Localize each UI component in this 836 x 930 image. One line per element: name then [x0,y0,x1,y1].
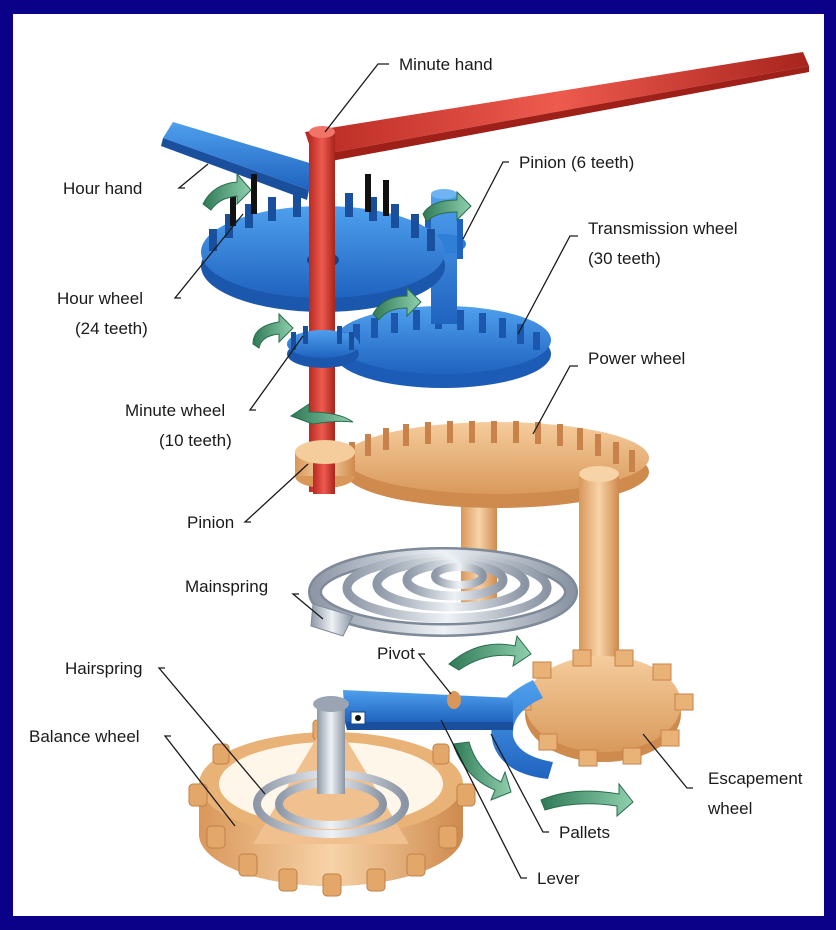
pivot-marker [447,691,461,709]
label-pivot: Pivot [377,644,415,663]
label-pinion-6-teeth: Pinion (6 teeth) [519,153,634,172]
label-mainspring: Mainspring [185,577,268,596]
diagram-panel: Minute hand Pinion (6 teeth) Hour hand T… [13,14,824,916]
escapement-wheel [513,650,693,766]
label-hour-wheel: Hour wheel [57,289,143,308]
label-transmission-wheel: Transmission wheel [588,219,738,238]
label-minute-hand: Minute hand [399,55,493,74]
label-lever: Lever [537,869,580,888]
label-pallets: Pallets [559,823,610,842]
arrow-icon [449,636,531,670]
label-pinion: Pinion [187,513,234,532]
label-escapement-wheel: wheel [707,799,752,818]
label-minute-wheel-teeth: (10 teeth) [159,431,232,450]
arrow-icon [253,314,293,348]
label-hour-hand: Hour hand [63,179,142,198]
label-hairspring: Hairspring [65,659,142,678]
minute-hand [305,52,809,164]
label-balance-wheel: Balance wheel [29,727,140,746]
label-escapement: Escapement [708,769,803,788]
minute-arbor [309,126,335,492]
label-minute-wheel: Minute wheel [125,401,225,420]
arrow-icon [203,174,251,210]
label-hour-wheel-teeth: (24 teeth) [75,319,148,338]
arrow-icon [541,784,633,816]
watch-mechanism-diagram: Minute hand Pinion (6 teeth) Hour hand T… [13,14,824,916]
label-transmission-wheel-teeth: (30 teeth) [588,249,661,268]
label-power-wheel: Power wheel [588,349,685,368]
mainspring [311,554,571,636]
